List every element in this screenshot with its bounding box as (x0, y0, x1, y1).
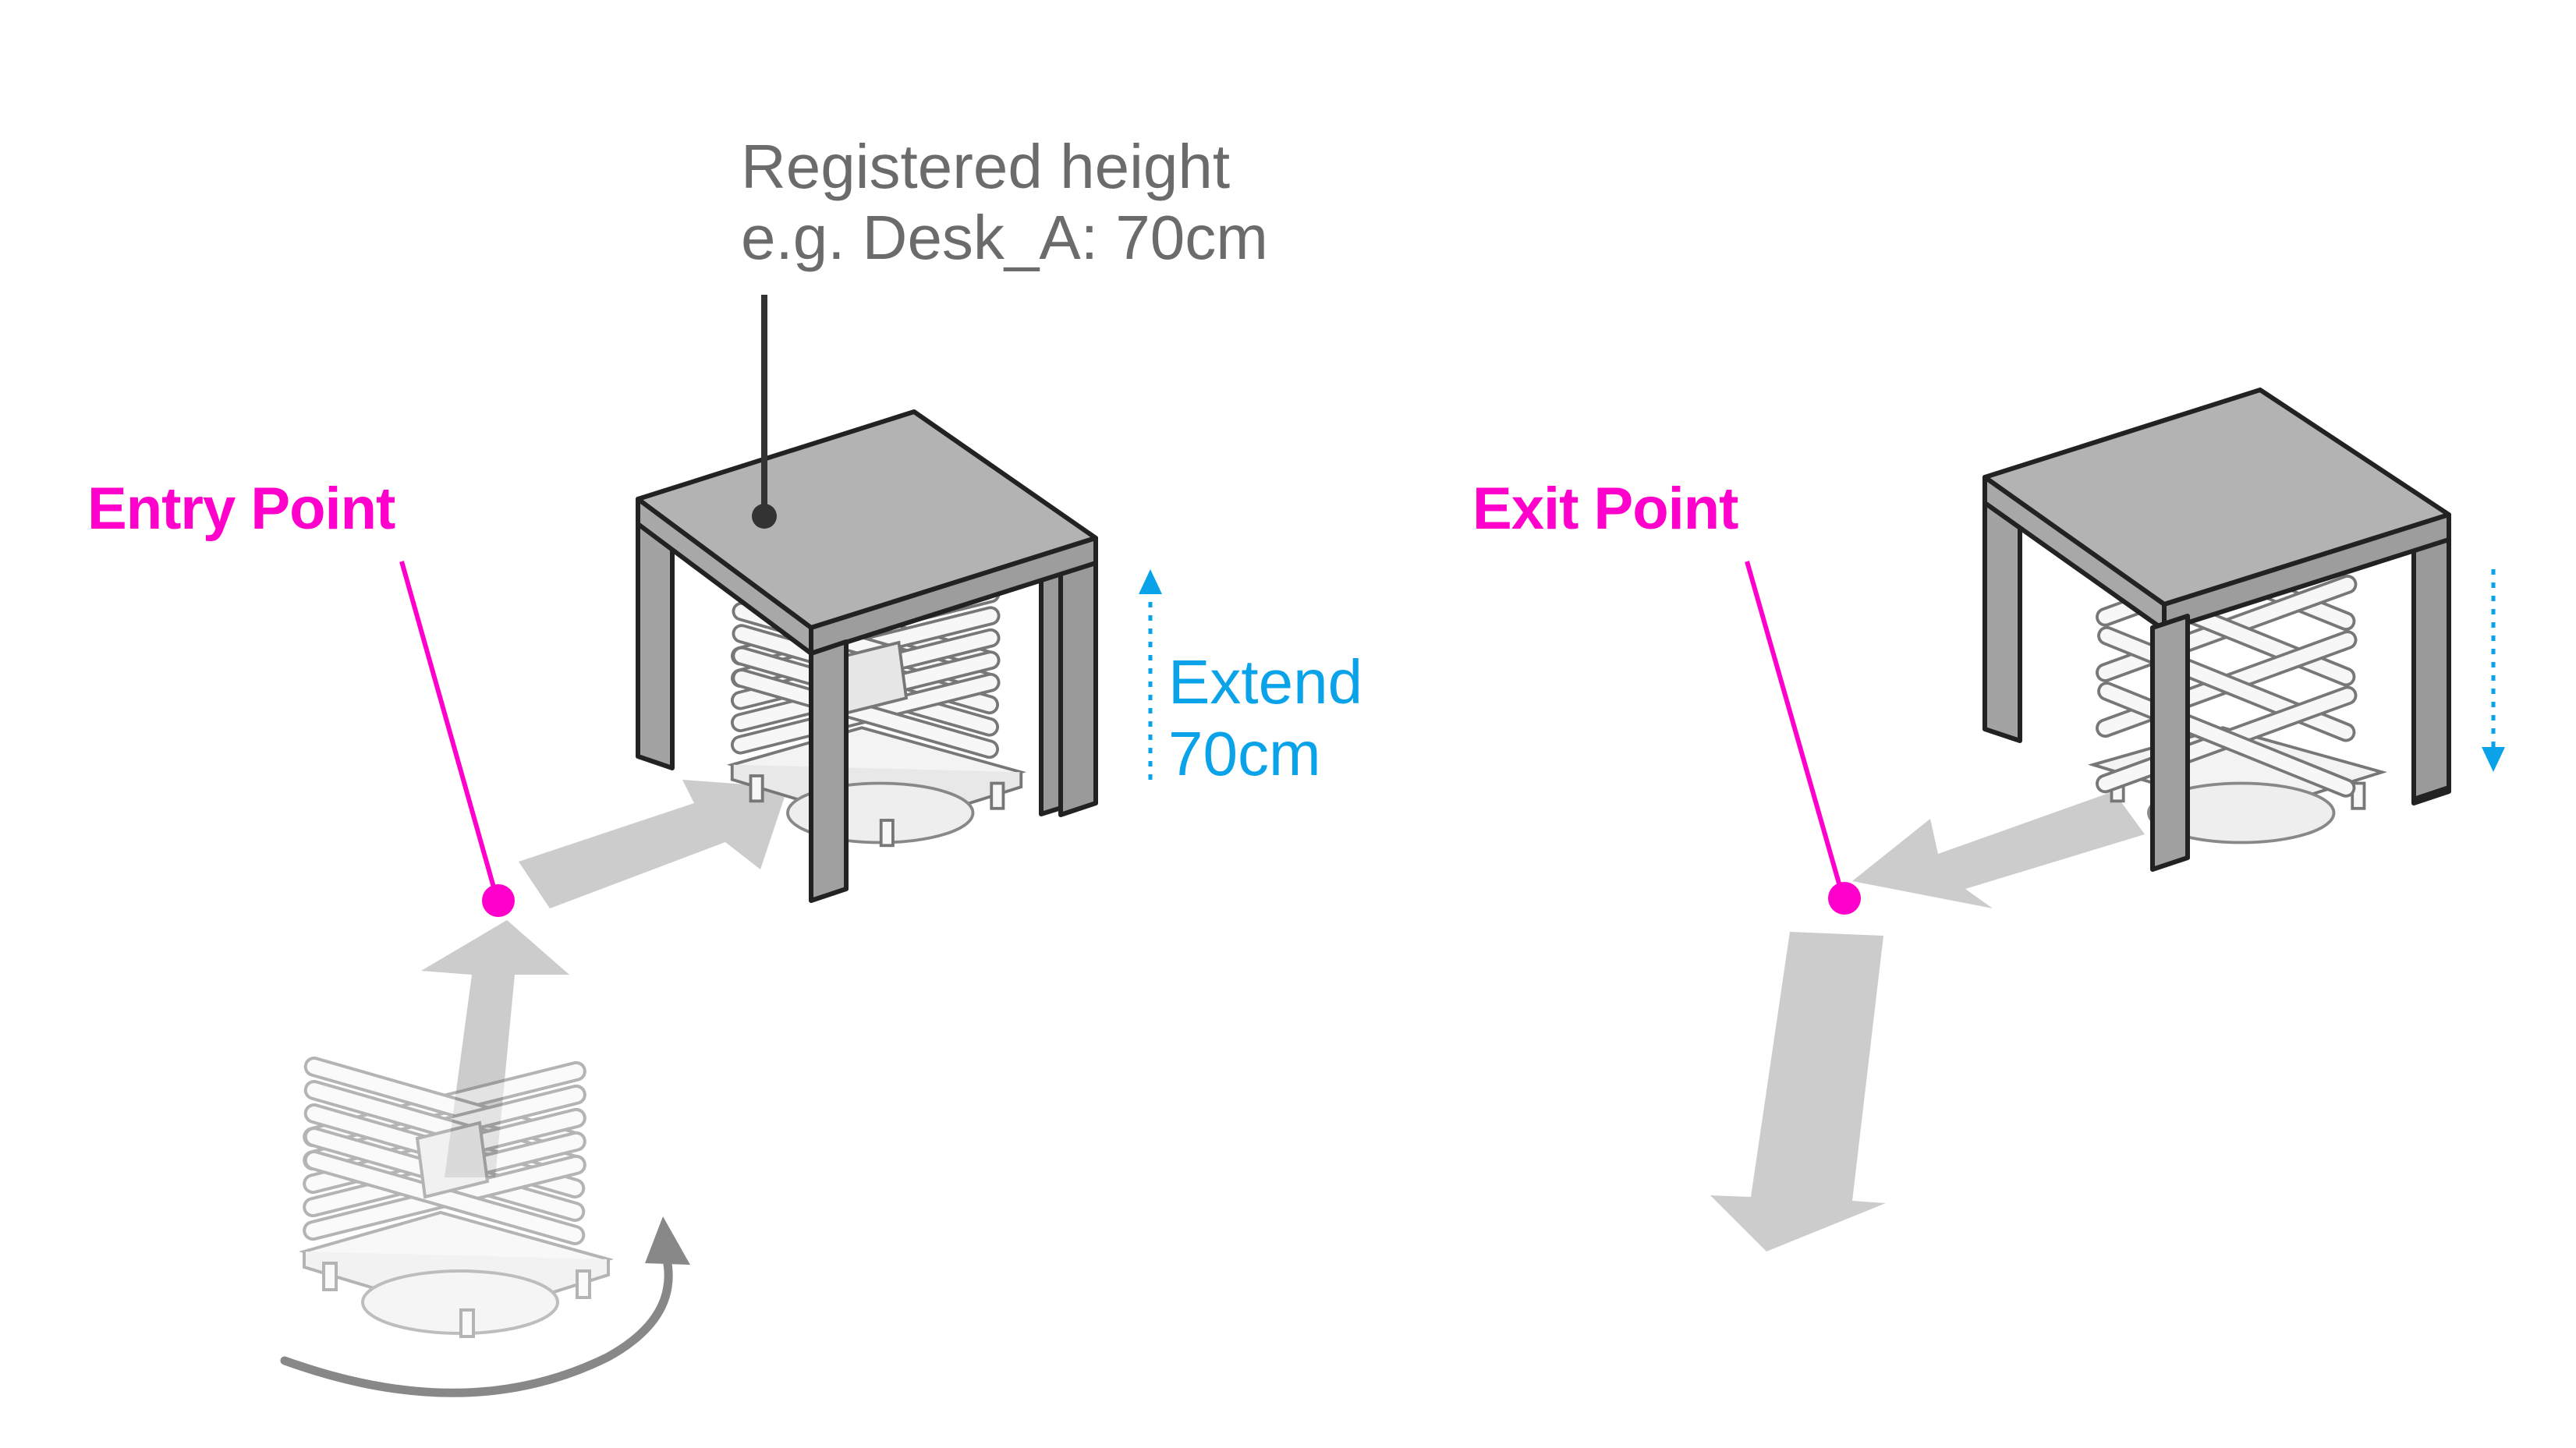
entry-point-label: Entry Point (87, 476, 395, 542)
rotate-arrow-icon (280, 1216, 690, 1397)
exit-arrow-down (1710, 932, 1886, 1252)
annotation-line1: Registered height (741, 132, 1231, 201)
exit-point-label: Exit Point (1472, 476, 1738, 542)
annotation-line2: e.g. Desk_A: 70cm (741, 203, 1268, 272)
desk-icon (1982, 388, 2451, 872)
desk-icon (636, 409, 1098, 903)
exit-arrow-left (1852, 791, 2145, 908)
exit-leader-line (1745, 561, 1843, 890)
extend-arrow-head (1139, 569, 1162, 594)
extend-label-line2: 70cm (1168, 719, 1321, 788)
height-leader-dot (752, 504, 777, 529)
scissor-lift-robot-icon (300, 1054, 610, 1338)
extend-label-line1: Extend (1168, 647, 1363, 717)
entry-leader-line (399, 561, 498, 894)
path-arrow-right (519, 780, 788, 908)
entry-point-dot (482, 884, 515, 917)
retract-arrow-head (2482, 747, 2505, 772)
exit-point-dot (1828, 882, 1861, 915)
